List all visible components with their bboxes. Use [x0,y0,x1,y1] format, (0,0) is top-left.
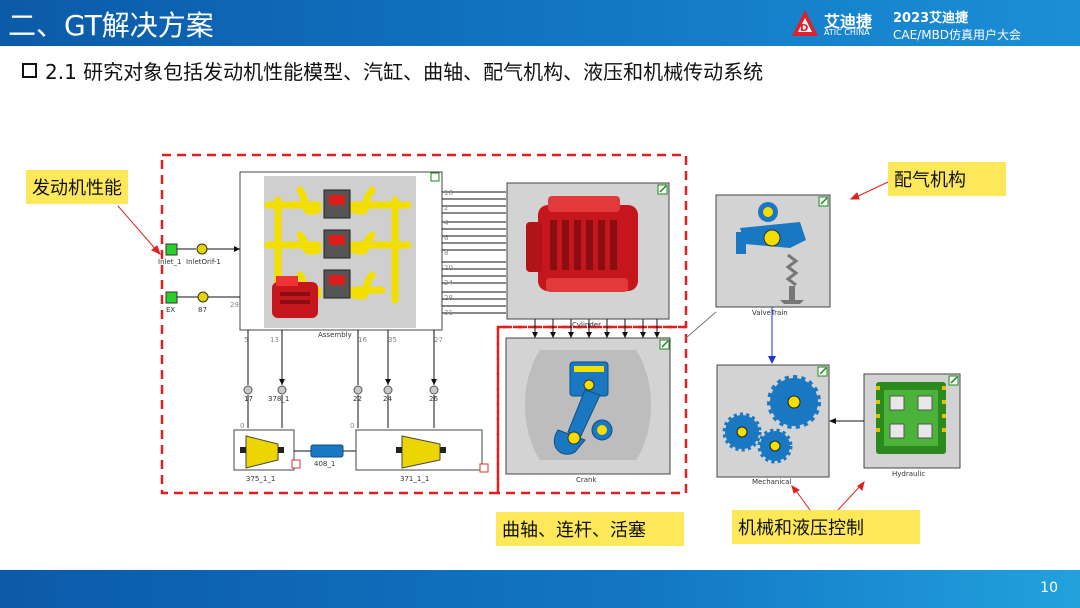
svg-text:5: 5 [244,336,248,344]
crank-label: Crank [576,476,597,484]
node-87[interactable]: 87 [197,291,209,314]
inlet-label: Inlet_1 [158,258,181,266]
svg-text:24: 24 [383,395,392,403]
slide-title: 二、GT解决方案 [8,9,214,42]
svg-text:16: 16 [358,336,367,344]
port-numbers: 18 2 4 6 8 20 24 28 31 [444,189,453,317]
logo-text-cn: 艾迪捷 [824,12,873,31]
ex-label: EX [166,306,175,314]
valvetrain-block[interactable]: ValveTrain [715,194,831,317]
crank-region [496,325,688,495]
node-87-label: 87 [198,306,207,314]
pipe-408-block[interactable]: 408_1 [294,444,356,468]
conference-line-2: CAE/MBD仿真用户大会 [893,28,1022,42]
svg-text:31: 31 [444,309,453,317]
svg-text:D: D [800,23,808,34]
svg-text:13: 13 [270,336,279,344]
label-crank: 曲轴、连杆、活塞 [496,512,684,546]
square-bullet-icon [22,63,37,78]
compressor-375-block[interactable]: 375_1_1 [233,429,301,483]
port-29-label: 29 [230,301,239,309]
assembly-block[interactable]: Assembly 29 [230,171,443,339]
hydraulic-block[interactable]: Hydraulic [863,373,961,478]
svg-text:22: 22 [353,395,362,403]
pipe-408-label: 408_1 [314,460,335,468]
header-bar: 二、GT解决方案 D 艾迪捷 ATIC CHINA 2023艾迪捷 CAE/MB… [0,0,1080,46]
svg-text:20: 20 [444,264,453,272]
svg-text:4: 4 [444,219,449,227]
svg-text:28: 28 [444,294,453,302]
atic-logo-icon: D [792,10,818,36]
label-engine-performance: 发动机性能 [26,170,128,204]
compressor-375-label: 375_1_1 [246,475,275,483]
cylinder-label: Cylinder [572,321,601,329]
svg-text:8: 8 [444,249,448,257]
footer-bar: 10 [0,570,1080,608]
inlet-orif-label: InletOrif-1 [186,258,221,266]
conference-line-1: 2023艾迪捷 [893,11,969,26]
svg-text:6: 6 [444,234,449,242]
assembly-cylinder-links [442,191,506,314]
slide-subtitle: 2.1 研究对象包括发动机性能模型、汽缸、曲轴、配气机构、液压和机械传动系统 [22,56,763,85]
svg-text:2: 2 [444,204,448,212]
compressor-371-label: 371_1_1 [400,475,429,483]
label-valvetrain: 配气机构 [888,162,1006,196]
compressor-371-block[interactable]: 371_1_1 [355,429,489,483]
inlet-orifice-node[interactable]: InletOrif-1 [186,243,221,266]
engine-icon [272,276,318,318]
hydraulic-label: Hydraulic [892,470,925,478]
assembly-compressor-links [247,330,435,428]
label-mech-hydraulic: 机械和液压控制 [732,510,920,544]
valvetrain-label: ValveTrain [752,309,788,317]
cylinder-block[interactable]: Cylinder [506,182,670,329]
svg-text:27: 27 [434,336,443,344]
page-number: 10 [1040,580,1058,596]
ex-node[interactable]: EX [165,291,178,314]
logo-text-en: ATIC CHINA [824,28,870,37]
svg-text:18: 18 [444,189,453,197]
annotation-arrows [117,181,889,511]
svg-text:17: 17 [244,395,253,403]
svg-text:24: 24 [444,279,453,287]
svg-text:0: 0 [240,422,244,430]
crank-block[interactable]: Crank [505,337,671,484]
engine-performance-region [160,153,688,495]
red-engine-icon [526,196,638,292]
mechanical-label: Mechanical [752,478,791,486]
subtitle-text: 2.1 研究对象包括发动机性能模型、汽缸、曲轴、配气机构、液压和机械传动系统 [45,60,764,84]
mechanical-block[interactable]: Mechanical [716,364,830,486]
svg-text:35: 35 [388,336,397,344]
svg-text:26: 26 [429,395,438,403]
svg-text:0: 0 [350,422,354,430]
company-logo: D 艾迪捷 ATIC CHINA [788,6,888,42]
assembly-label: Assembly [318,331,352,339]
svg-text:378_1: 378_1 [268,395,289,403]
